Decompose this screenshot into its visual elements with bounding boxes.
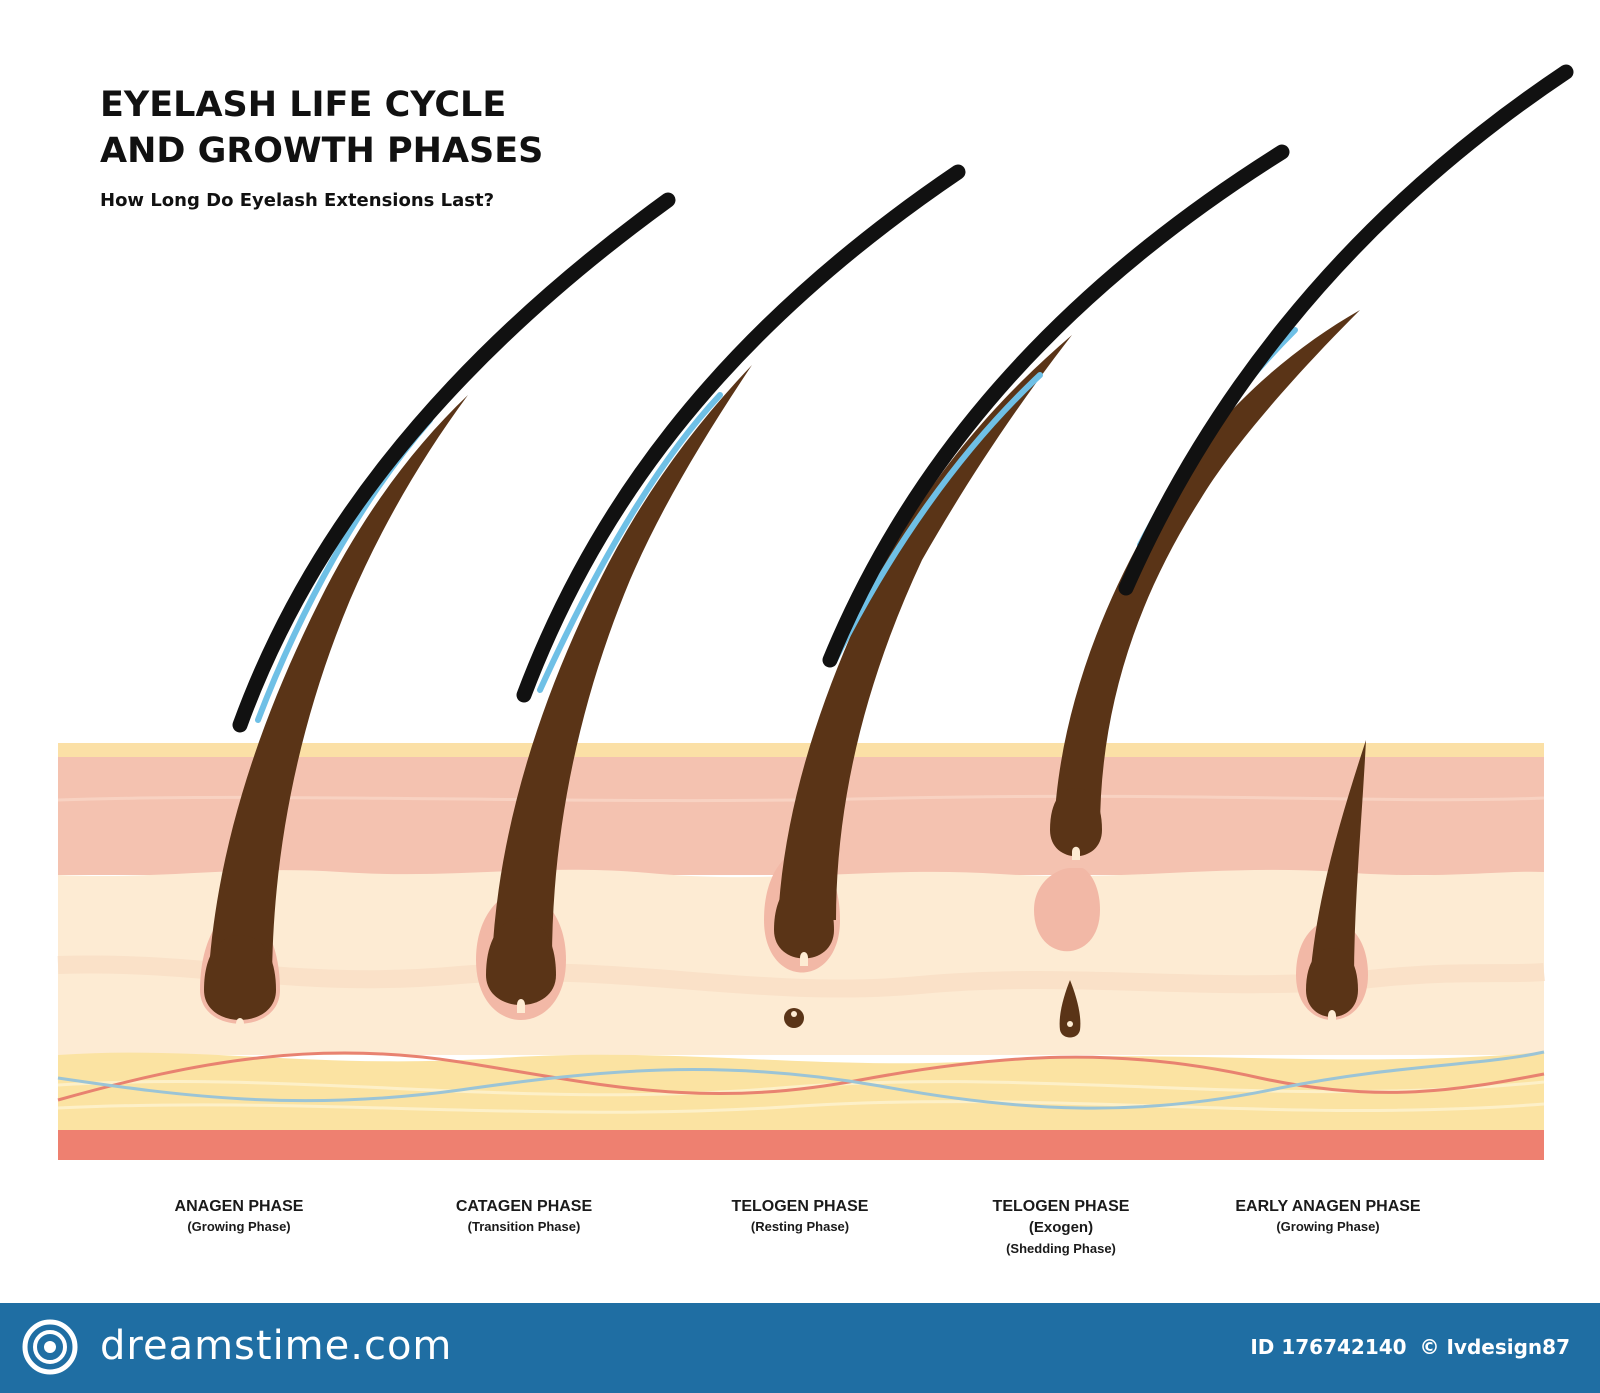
phase-subtitle: (Resting Phase) bbox=[750, 1219, 850, 1234]
detached-papilla bbox=[784, 1008, 804, 1028]
dermal-papilla bbox=[1072, 846, 1080, 860]
empty-follicle bbox=[1034, 868, 1100, 952]
dermal-papilla bbox=[800, 952, 808, 966]
page-title: EYELASH LIFE CYCLE AND GROWTH PHASES bbox=[100, 82, 543, 174]
telogen-follicle bbox=[764, 335, 1072, 1028]
lash-extension bbox=[516, 164, 966, 703]
phase-subtitle: (Shedding Phase) bbox=[1006, 1241, 1116, 1256]
dermal-papilla bbox=[1328, 1010, 1336, 1024]
muscle-layer bbox=[58, 1130, 1544, 1160]
title-line-2: AND GROWTH PHASES bbox=[100, 131, 544, 171]
phase-name: ANAGEN PHASE bbox=[174, 1198, 304, 1215]
lash-shaft bbox=[208, 395, 468, 985]
subcutis-wave bbox=[57, 955, 1545, 998]
phase-subtitle: (Growing Phase) bbox=[1276, 1219, 1380, 1234]
phase-subtitle: (Growing Phase) bbox=[187, 1219, 291, 1234]
hair-bulb bbox=[1306, 948, 1358, 1017]
phase-extra: (Exogen) bbox=[1028, 1219, 1094, 1236]
hair-bulb bbox=[204, 935, 276, 1020]
phase-label-telogen: TELOGEN PHASE (Resting Phase) bbox=[680, 1196, 920, 1237]
anagen-follicle bbox=[200, 395, 468, 1032]
phase-label-anagen: ANAGEN PHASE (Growing Phase) bbox=[119, 1196, 359, 1237]
dermal-papilla bbox=[236, 1018, 244, 1032]
image-id: ID 176742140 bbox=[1250, 1335, 1407, 1359]
epidermis-top bbox=[58, 743, 1544, 757]
phase-name: TELOGEN PHASE bbox=[992, 1198, 1130, 1215]
phase-name: TELOGEN PHASE bbox=[731, 1198, 869, 1215]
fat-line-2 bbox=[57, 1100, 1545, 1114]
phase-name: CATAGEN PHASE bbox=[455, 1198, 593, 1215]
footer-credit: ID 176742140 © Ivdesign87 bbox=[1250, 1335, 1570, 1359]
dreamstime-logo-icon bbox=[22, 1319, 78, 1375]
fat-line-1 bbox=[57, 1080, 1545, 1097]
germ-core bbox=[1067, 1021, 1073, 1027]
new-hair-germ bbox=[1059, 980, 1081, 1038]
glue-line bbox=[832, 372, 1043, 663]
hair-bulb bbox=[486, 918, 556, 1005]
catagen-follicle bbox=[476, 365, 752, 1020]
phase-label-exogen: TELOGEN PHASE (Exogen) (Shedding Phase) bbox=[941, 1196, 1181, 1259]
author-credit: © Ivdesign87 bbox=[1419, 1335, 1570, 1359]
lash-extension bbox=[822, 144, 1290, 668]
lash-extension bbox=[232, 192, 676, 733]
lash-shaft bbox=[778, 335, 1072, 920]
footer-bar: dreamstime.com ID 176742140 © Ivdesign87 bbox=[0, 1303, 1600, 1393]
early-anagen-follicle bbox=[1296, 740, 1368, 1024]
dermal-papilla bbox=[517, 999, 525, 1013]
exogen-follicle bbox=[1034, 310, 1360, 1038]
nerve-blue bbox=[57, 1050, 1545, 1110]
eyelash-diagram bbox=[57, 64, 1574, 1160]
old-lash-shaft bbox=[1054, 310, 1360, 830]
title-line-1: EYELASH LIFE CYCLE bbox=[100, 85, 507, 125]
page-subtitle: How Long Do Eyelash Extensions Last? bbox=[100, 190, 495, 211]
phase-name: EARLY ANAGEN PHASE bbox=[1235, 1198, 1421, 1215]
hair-bulb bbox=[1050, 788, 1102, 857]
hair-bulb bbox=[774, 880, 834, 959]
footer-brand[interactable]: dreamstime.com bbox=[100, 1323, 453, 1369]
phase-label-early-anagen: EARLY ANAGEN PHASE (Growing Phase) bbox=[1208, 1196, 1448, 1237]
lash-extension bbox=[1118, 64, 1574, 596]
glue-line bbox=[537, 392, 723, 693]
papilla-core bbox=[791, 1011, 797, 1017]
lash-shaft bbox=[492, 365, 752, 960]
phase-subtitle: (Transition Phase) bbox=[467, 1219, 581, 1234]
new-lash-shaft bbox=[1310, 740, 1366, 980]
phase-label-catagen: CATAGEN PHASE (Transition Phase) bbox=[404, 1196, 644, 1237]
